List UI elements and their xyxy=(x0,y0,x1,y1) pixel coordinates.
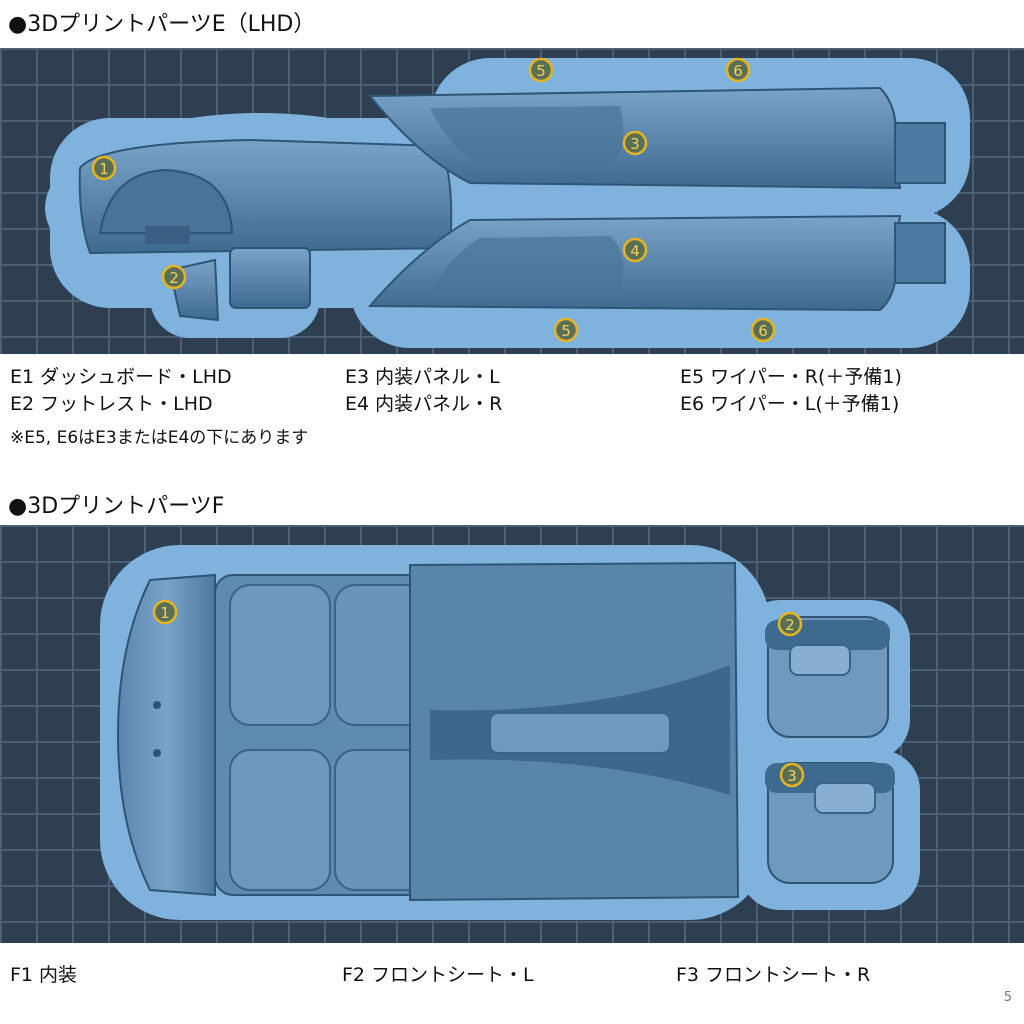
caption-e3: E3 内装パネル・L xyxy=(345,366,500,388)
section-e-render: 1 2 3 4 5 6 5 6 xyxy=(0,48,1024,354)
section-f-title: ●3DプリントパーツF xyxy=(8,494,225,519)
interior-part xyxy=(116,561,740,902)
section-f-image: 1 2 3 xyxy=(0,525,1024,943)
marker-f2: 2 xyxy=(777,611,803,637)
section-e-note: ※E5, E6はE3またはE4の下にあります xyxy=(10,428,309,448)
svg-text:2: 2 xyxy=(785,616,795,634)
marker-e5-bottom: 5 xyxy=(553,317,579,343)
section-f-render: 1 2 3 xyxy=(0,525,1024,943)
caption-e4: E4 内装パネル・R xyxy=(345,393,503,415)
marker-e3: 3 xyxy=(622,130,648,156)
svg-text:3: 3 xyxy=(787,767,797,785)
marker-e6-bottom: 6 xyxy=(750,317,776,343)
svg-text:5: 5 xyxy=(561,322,571,340)
marker-e2: 2 xyxy=(161,264,187,290)
page-number: 5 xyxy=(1003,990,1012,1005)
front-seat-l-part xyxy=(765,616,890,738)
svg-text:1: 1 xyxy=(99,160,109,178)
inner-panel-l-part xyxy=(367,86,946,190)
caption-e2: E2 フットレスト・LHD xyxy=(10,393,213,415)
svg-text:5: 5 xyxy=(536,62,546,80)
caption-e5: E5 ワイパー・R(＋予備1) xyxy=(680,366,902,388)
front-seat-r-part xyxy=(765,762,895,884)
caption-e6: E6 ワイパー・L(＋予備1) xyxy=(680,393,900,415)
svg-text:1: 1 xyxy=(160,604,170,622)
marker-f3: 3 xyxy=(779,762,805,788)
caption-f1: F1 内装 xyxy=(10,964,78,986)
svg-text:4: 4 xyxy=(630,242,640,260)
svg-text:6: 6 xyxy=(733,62,743,80)
marker-e5-top: 5 xyxy=(528,57,554,83)
inner-panel-r-part xyxy=(367,214,946,312)
marker-e6-top: 6 xyxy=(725,57,751,83)
marker-e4: 4 xyxy=(622,237,648,263)
svg-text:6: 6 xyxy=(758,322,768,340)
caption-f2: F2 フロントシート・L xyxy=(342,964,534,986)
svg-text:2: 2 xyxy=(169,269,179,287)
part-markers-f: 1 2 3 xyxy=(152,599,805,788)
svg-text:3: 3 xyxy=(630,135,640,153)
caption-f3: F3 フロントシート・R xyxy=(676,964,871,986)
marker-f1: 1 xyxy=(152,599,178,625)
part-markers: 1 2 3 4 5 6 5 6 xyxy=(91,57,776,343)
caption-e1: E1 ダッシュボード・LHD xyxy=(10,366,232,388)
section-e-image: 1 2 3 4 5 6 5 6 xyxy=(0,48,1024,354)
marker-e1: 1 xyxy=(91,155,117,181)
section-e-title: ●3DプリントパーツE（LHD） xyxy=(8,12,316,37)
